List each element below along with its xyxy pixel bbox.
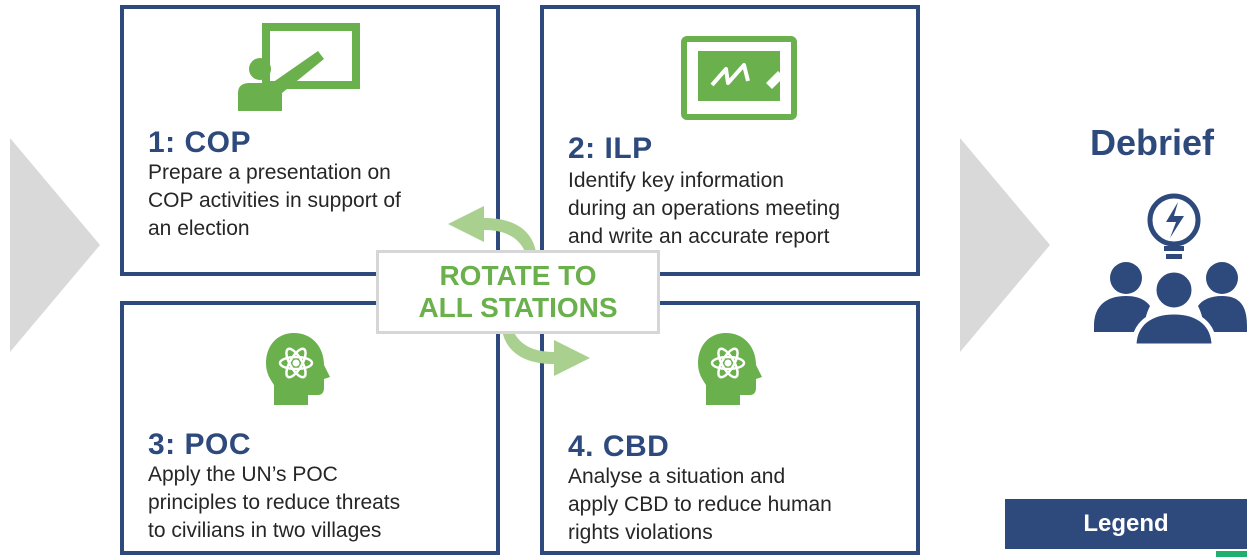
rotate-to-all-stations-label: ROTATE TO ALL STATIONS: [376, 250, 660, 334]
station-description: Prepare a presentation on COP activities…: [148, 161, 401, 240]
rotate-arrow-upper-icon: [448, 206, 536, 254]
station-title: 2: ILP: [568, 132, 653, 165]
right-chevron-arrow: [960, 138, 1050, 352]
debrief-title: Debrief: [1090, 122, 1215, 163]
station-title: 1: COP: [148, 126, 252, 159]
rotate-arrow-lower-icon: [502, 328, 590, 376]
presentation-icon: [238, 23, 360, 111]
station-card-ilp: 2: ILP Identify key information during a…: [540, 5, 920, 276]
left-chevron-arrow: [10, 138, 100, 352]
station-description: Apply the UN’s POC principles to reduce …: [148, 463, 401, 542]
team-idea-icon: [1094, 193, 1247, 346]
head-atom-icon: [698, 333, 762, 405]
station-description: Analyse a situation and apply CBD to red…: [568, 465, 832, 544]
station-title: 4. CBD: [568, 430, 670, 463]
station-description: Identify key information during an opera…: [568, 169, 841, 248]
whiteboard-icon: [681, 36, 797, 120]
head-atom-icon: [266, 333, 330, 405]
station-card-poc: 3: POC Apply the UN’s POC principles to …: [120, 301, 500, 555]
legend-button[interactable]: Legend: [1005, 499, 1247, 549]
station-card-cop: 1: COP Prepare a presentation on COP act…: [120, 5, 500, 276]
legend-accent-bar: [1216, 551, 1247, 557]
station-card-cbd: 4. CBD Analyse a situation and apply CBD…: [540, 301, 920, 555]
station-title: 3: POC: [148, 428, 252, 461]
